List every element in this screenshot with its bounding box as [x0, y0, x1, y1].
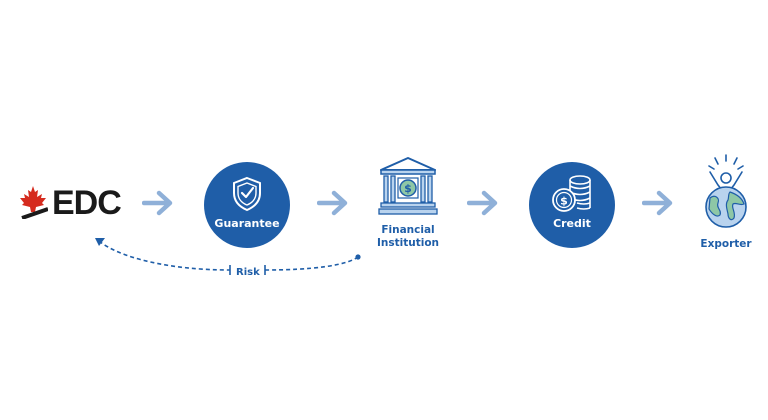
risk-label: Risk [236, 267, 260, 278]
svg-text:$: $ [560, 195, 568, 208]
risk-arrow [95, 238, 361, 275]
coins-stack-icon: $ [552, 175, 591, 212]
right-arrow-icon [642, 190, 673, 216]
exporter-label: Exporter [700, 238, 752, 250]
financial-institution-label: Financial Institution [363, 224, 453, 250]
credit-node: $ Credit [529, 162, 615, 248]
right-arrow-icon [467, 190, 498, 216]
edc-logo: EDC [18, 183, 122, 223]
guarantee-node: Guarantee [204, 162, 290, 248]
financial-institution-line1: Financial [381, 224, 435, 236]
logo-text: EDC [52, 184, 122, 222]
shield-check-icon [233, 176, 261, 212]
guarantee-label: Guarantee [214, 217, 280, 230]
financial-institution-line2: Institution [376, 237, 440, 249]
right-arrow-icon [317, 190, 348, 216]
svg-text:$: $ [404, 182, 412, 195]
globe-person-icon [705, 154, 747, 228]
bank-building-icon: $ [378, 157, 438, 215]
maple-leaf-icon [20, 186, 48, 219]
credit-label: Credit [553, 217, 591, 230]
right-arrow-icon [142, 190, 173, 216]
